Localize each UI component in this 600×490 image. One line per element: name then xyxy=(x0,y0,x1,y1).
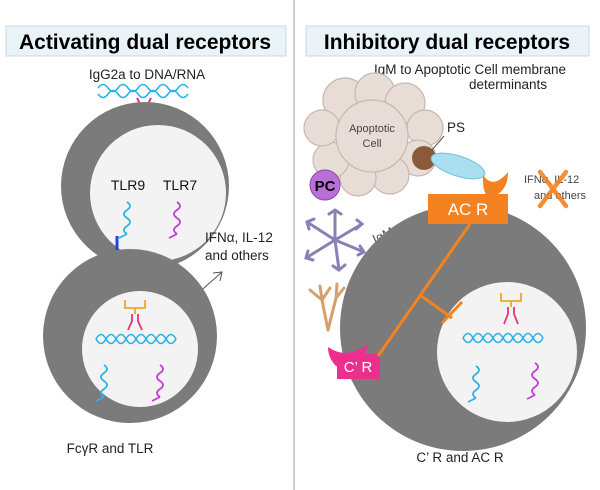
complement-receptor-box xyxy=(337,354,380,379)
dna-rna-strand xyxy=(97,83,189,99)
nuclear-tlr9 xyxy=(95,364,108,402)
receptor-link xyxy=(376,223,472,357)
ac-receptor-crescent xyxy=(482,172,508,198)
left-title-box xyxy=(5,25,287,57)
tlr9-label: TLR9 xyxy=(111,177,145,193)
right-caption: C’ R and AC R xyxy=(416,450,504,465)
right-ligand-label-1: IgM to Apoptotic Cell membrane xyxy=(374,62,566,77)
responder-nuclear-complex xyxy=(500,293,522,325)
blocked-cytokine-label-1: IFNα, IL-12 xyxy=(524,174,579,186)
left-ligand-label: IgG2a to DNA/RNA xyxy=(89,67,205,82)
ac-receptor-label: AC R xyxy=(448,200,489,219)
pc-badge xyxy=(309,169,341,201)
ac-receptor-box xyxy=(428,194,508,224)
inhibition-bar-stem xyxy=(419,293,453,320)
nuclear-tlr7 xyxy=(151,364,164,402)
pc-label: PC xyxy=(315,178,336,195)
c1q-molecule xyxy=(308,282,346,332)
ps-pointer xyxy=(431,135,445,151)
left-cytokine-label-1: IFNα, IL-12 xyxy=(205,230,273,245)
nuclear-dna xyxy=(95,333,177,345)
responder-tlr9 xyxy=(467,365,480,403)
responder-nuclear-dna xyxy=(462,332,544,344)
responder-tlr7 xyxy=(526,362,539,400)
right-panel-title: Inhibitory dual receptors xyxy=(324,31,570,54)
tlr7-receptor xyxy=(168,201,181,239)
nuclear-complex xyxy=(124,300,146,331)
inhibition-bar xyxy=(440,300,464,325)
complement-receptor-label: C’ R xyxy=(344,359,373,376)
igm-pentamer xyxy=(304,208,367,272)
nucleus xyxy=(82,291,198,407)
ps-label: PS xyxy=(447,120,465,135)
endosome-lumen xyxy=(90,125,226,261)
tlr7-label: TLR7 xyxy=(163,177,197,193)
tlr9-receptor xyxy=(118,201,131,239)
right-title-box xyxy=(305,25,590,57)
ps-bridge-molecule xyxy=(430,152,486,180)
apoptotic-cell-label-2: Cell xyxy=(363,138,382,150)
apoptotic-cell xyxy=(303,72,444,197)
responder-nucleus xyxy=(437,282,577,422)
cytokine-arrow-head xyxy=(212,271,223,282)
ps-ligand xyxy=(412,146,436,170)
left-panel-title: Activating dual receptors xyxy=(19,31,271,54)
left-cytokine-label-2: and others xyxy=(205,248,269,263)
blocked-cross-icon xyxy=(537,169,569,209)
right-ligand-label-2: determinants xyxy=(469,77,547,92)
apoptotic-cell-label-1: Apoptotic xyxy=(349,123,395,135)
left-caption: FcγR and TLR xyxy=(67,441,154,456)
